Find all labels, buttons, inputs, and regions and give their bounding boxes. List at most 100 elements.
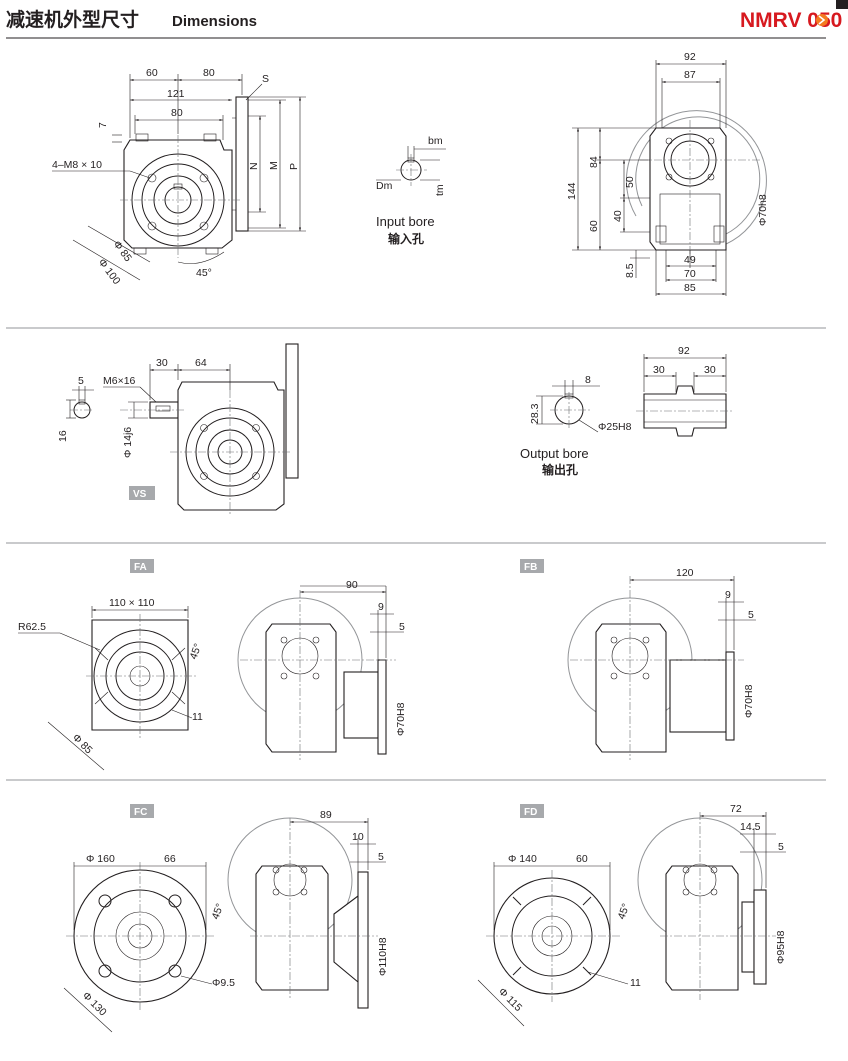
bolt-hole — [168, 964, 182, 978]
fc-flange: FC Φ 160 66 45° Φ9.5 Φ 130 89 10 5 Φ110H… — [63, 804, 389, 1033]
bolt-hole — [147, 173, 157, 183]
dim-label: 5 — [78, 375, 84, 387]
dim-label: 90 — [346, 579, 358, 591]
dim-label: Φ110H8 — [377, 937, 389, 976]
bolt-hole — [98, 894, 112, 908]
dim-label: 92 — [678, 345, 690, 357]
dim-label: 72 — [730, 803, 742, 815]
dim-label: 87 — [684, 69, 696, 81]
dim-label: 110 × 110 — [109, 597, 155, 609]
dim-label: 120 — [676, 567, 694, 579]
input-bore-label: Input bore — [376, 214, 435, 229]
fa-tag: FA — [130, 559, 154, 573]
fd-tag: FD — [520, 804, 544, 818]
gearbox-body-fa — [265, 623, 337, 753]
dim-label: Φ70H8 — [743, 684, 755, 718]
motor-flange-circle — [625, 110, 767, 251]
dim-label: 10 — [352, 831, 364, 843]
dim-label: 45° — [188, 642, 205, 661]
dim-label: P — [288, 163, 300, 170]
dim-label: Φ 160 — [86, 853, 115, 865]
gearbox-body-side — [649, 127, 727, 251]
dim-label: 11 — [630, 977, 641, 989]
dim-label: Φ 14j6 — [122, 427, 134, 458]
dim-label: Φ 140 — [508, 853, 537, 865]
model-name: NMRV 050 — [740, 9, 842, 32]
input-bore-label-cn: 输入孔 — [388, 231, 424, 246]
bolt-hole — [98, 964, 112, 978]
dim-label: 5 — [778, 841, 784, 853]
dim-label: S — [262, 73, 269, 85]
output-bore-detail: 8 28.3 Φ25H8 Output bore 输出孔 92 30 30 — [520, 345, 734, 477]
title-cn: 减速机外型尺寸 — [6, 8, 139, 31]
dim-label: 45° — [616, 902, 633, 921]
dim-label: 7 — [97, 122, 109, 128]
dim-label: 4–M8 × 10 — [52, 159, 102, 171]
gearbox-body-fc — [255, 865, 329, 991]
dim-label: 16 — [57, 430, 69, 442]
dim-label: 5 — [399, 621, 405, 633]
dim-label: 50 — [624, 176, 636, 188]
header: 减速机外型尺寸 Dimensions NMRV 050 — [6, 0, 848, 39]
dim-label: Φ 115 — [496, 986, 524, 1014]
svg-text:FD: FD — [524, 807, 537, 818]
dim-label: Φ70H8 — [395, 702, 407, 736]
flange-spigot — [741, 901, 755, 973]
flange-bell — [333, 894, 359, 984]
flange-plate — [377, 659, 387, 755]
title-en: Dimensions — [172, 13, 257, 30]
dim-label: 8 — [585, 374, 591, 386]
lug — [133, 247, 147, 255]
vs-tag: VS — [129, 486, 155, 500]
dim-label: 80 — [203, 67, 215, 79]
fb-flange: FB 120 9 5 Φ70H8 — [520, 559, 756, 760]
dim-label: Φ9.5 — [212, 977, 235, 989]
fa-flange: FA 110 × 110 R62.5 45° 11 Φ 85 90 9 5 Φ7… — [18, 559, 407, 771]
dim-label: Φ70h8 — [757, 194, 769, 226]
dim-label: 9 — [725, 589, 731, 601]
dim-label: 45° — [210, 902, 227, 921]
dim-label: 28.3 — [529, 403, 541, 424]
dim-label: 89 — [320, 809, 332, 821]
dim-label: 11 — [192, 711, 203, 723]
dim-label: R62.5 — [18, 621, 46, 633]
fb-tag: FB — [520, 559, 544, 573]
dim-label: M — [268, 161, 280, 170]
gearbox-body-vs — [177, 381, 285, 511]
side-view: 92 87 144 84 60 50 40 8.5 Φ70h8 49 70 85 — [566, 51, 769, 296]
flange-plate — [753, 889, 767, 985]
dim-label: Φ95H8 — [775, 930, 787, 964]
dim-label: 92 — [684, 51, 696, 63]
dim-label: 80 — [171, 107, 183, 119]
dim-label: 30 — [156, 357, 168, 369]
flange-vs — [285, 343, 299, 479]
dim-label: 5 — [748, 609, 754, 621]
flange-plate — [725, 651, 735, 741]
dim-label: Φ 100 — [96, 257, 123, 287]
dim-label: N — [248, 162, 260, 170]
dim-label: Dm — [376, 180, 393, 192]
lug — [135, 133, 149, 142]
front-view: 60 80 121 80 S 7 4–M8 × 10 N M P Φ 85 Φ … — [52, 67, 306, 287]
dim-label: 85 — [684, 282, 696, 294]
output-bore-label: Output bore — [520, 446, 589, 461]
gearbox-body-fd — [665, 865, 739, 991]
dim-label: M6×16 — [103, 375, 136, 387]
dim-label: 121 — [167, 88, 185, 100]
dim-label: 14.5 — [740, 821, 761, 833]
bolt-hole — [147, 221, 157, 231]
svg-text:FC: FC — [134, 807, 147, 818]
bolt-hole — [199, 173, 209, 183]
dim-label: bm — [428, 135, 443, 147]
dim-label: 5 — [378, 851, 384, 863]
dim-label: Φ 130 — [80, 990, 109, 1019]
arrow-icon — [816, 14, 828, 26]
output-bore-label-cn: 输出孔 — [542, 462, 578, 477]
bolt-hole — [199, 221, 209, 231]
dim-label: 70 — [684, 268, 696, 280]
svg-text:FB: FB — [524, 562, 537, 573]
lug — [205, 247, 219, 255]
flange-spigot — [343, 671, 379, 739]
bolt-hole — [168, 894, 182, 908]
dim-label: 9 — [378, 601, 384, 613]
